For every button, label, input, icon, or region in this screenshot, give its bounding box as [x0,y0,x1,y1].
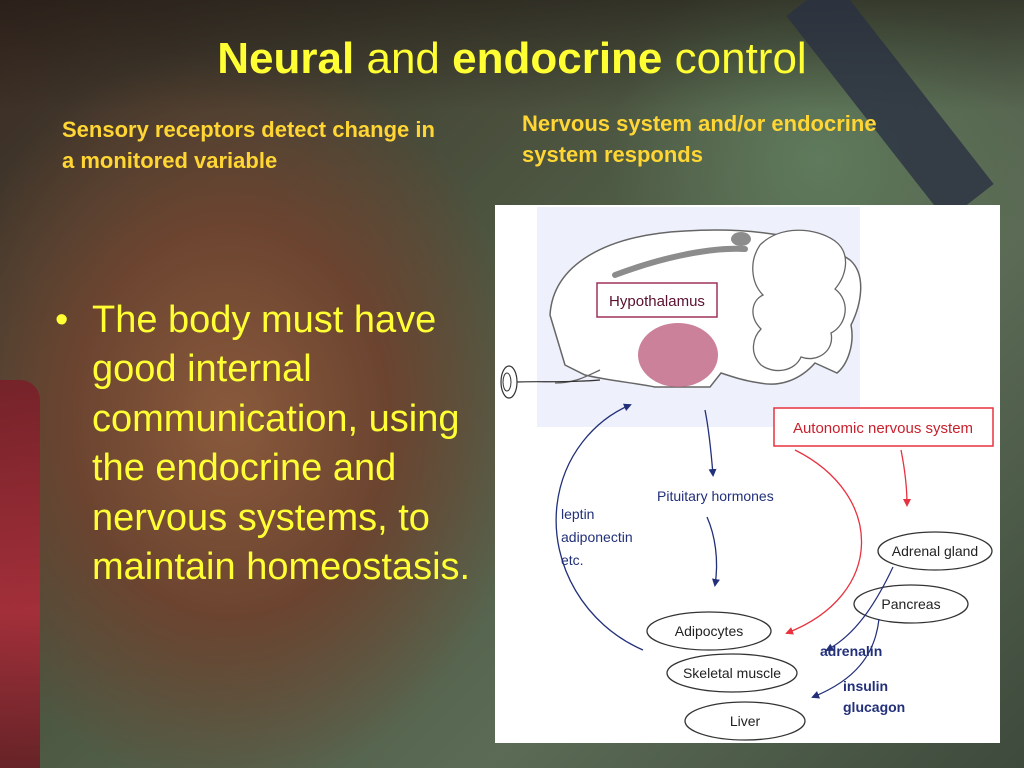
adrenalin-label: adrenalin [820,643,882,659]
control-diagram: Hypothalamus Autonomic nervous system Pi… [495,205,1000,743]
brain-structure-line [612,245,748,278]
cerebellum-outline [752,229,847,372]
brainstem-line [554,369,601,384]
pituitary-label: Pituitary hormones [657,488,774,504]
arrow-adrenalin [825,566,894,651]
autonomic-label: Autonomic nervous system [793,420,973,437]
pancreas-label: Pancreas [881,596,940,612]
title-and: and [366,34,440,83]
title-control: control [674,34,807,83]
hypothalamus-label: Hypothalamus [609,293,705,310]
bullet-list: The body must have good internal communi… [55,296,495,592]
skeletal-muscle-node [666,653,798,693]
adipocytes-label: Adipocytes [675,623,743,639]
insulin-glucagon-label: insulin glucagon [843,678,905,715]
subtitle-system-responds: Nervous system and/or endocrine system r… [522,111,877,168]
skeletal-muscle-label: Skeletal muscle [683,665,781,681]
eye-pupil [502,372,512,392]
title-neural: Neural [217,34,355,83]
hypothalamus-label-box [596,282,718,318]
brain-structure-dot [731,232,751,246]
arrow-to-pituitary [704,409,717,477]
liver-node [684,701,806,741]
subtitle-sensory-receptors: Sensory receptors detect change in a mon… [62,117,435,174]
title-endocrine: endocrine [452,34,663,83]
diagram-svg: Hypothalamus Autonomic nervous system Pi… [500,207,994,741]
adrenal-gland-node [877,531,993,571]
leptin-label: leptin adiponectin etc. [561,506,637,568]
bullet-item: The body must have good internal communi… [55,296,495,592]
adipocytes-node [646,611,772,651]
autonomic-label-box [773,407,994,447]
arrow-autonomic-to-adrenal [900,449,911,507]
pancreas-node [853,584,969,624]
arrow-leptin-feedback [555,403,644,651]
hypothalamus-region [638,323,718,387]
arrow-autonomic-to-adipocytes [785,449,863,635]
liver-label: Liver [730,713,761,729]
optic-nerve-line [516,379,601,383]
arrow-insulin-glucagon [811,618,880,699]
adrenal-gland-label: Adrenal gland [892,543,978,559]
slide-title: Neural and endocrine control [0,34,1024,84]
arrow-to-adipocytes [706,516,720,587]
background-left-shape [0,380,40,768]
